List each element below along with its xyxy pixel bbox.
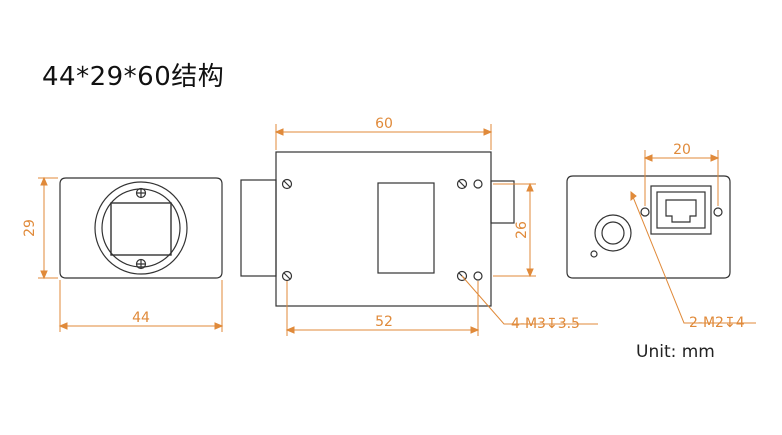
front-view xyxy=(59,177,223,279)
rj45-port-frame xyxy=(650,185,712,235)
back-status-led xyxy=(590,250,598,258)
side-screw-tr-icon xyxy=(456,178,468,190)
rj45-port-inner xyxy=(656,191,706,229)
sensor-window xyxy=(110,202,172,256)
back-body-outline xyxy=(566,175,731,279)
side-screw-tl-icon xyxy=(281,178,293,190)
back-view xyxy=(566,175,731,279)
callout-back-mount: 2-M2↧4 xyxy=(689,315,745,331)
callout-side-mount: 4-M3↧3.5 xyxy=(511,316,580,332)
back-hole-left xyxy=(640,207,650,217)
side-lens-part xyxy=(240,179,277,277)
dim-front-width: 44 xyxy=(132,310,150,326)
label-recess xyxy=(377,182,435,274)
dim-side-hole-spacing: 52 xyxy=(375,314,393,330)
side-hole-br xyxy=(473,271,483,281)
side-body-outline xyxy=(275,151,492,307)
dim-side-hole-height: 26 xyxy=(514,221,530,239)
side-hole-tr xyxy=(473,179,483,189)
mount-screw-top-icon xyxy=(135,187,147,199)
io-connector-inner xyxy=(601,221,625,245)
front-body-outline xyxy=(59,177,223,279)
connector-stub xyxy=(490,180,515,224)
mount-screw-bottom-icon xyxy=(135,258,147,270)
side-screw-bl-icon xyxy=(281,270,293,282)
dim-side-length: 60 xyxy=(375,116,393,132)
back-hole-right xyxy=(713,207,723,217)
dim-back-rj45-spacing: 20 xyxy=(673,142,691,158)
io-connector-outer xyxy=(594,214,632,252)
side-view xyxy=(240,151,515,307)
drawing-title: 44*29*60结构 xyxy=(42,62,225,92)
dimension-lines xyxy=(38,124,756,336)
rj45-icon xyxy=(665,199,697,223)
unit-label: Unit: mm xyxy=(636,342,715,362)
dim-front-height: 29 xyxy=(22,219,38,237)
lens-mount-outer xyxy=(94,181,188,275)
